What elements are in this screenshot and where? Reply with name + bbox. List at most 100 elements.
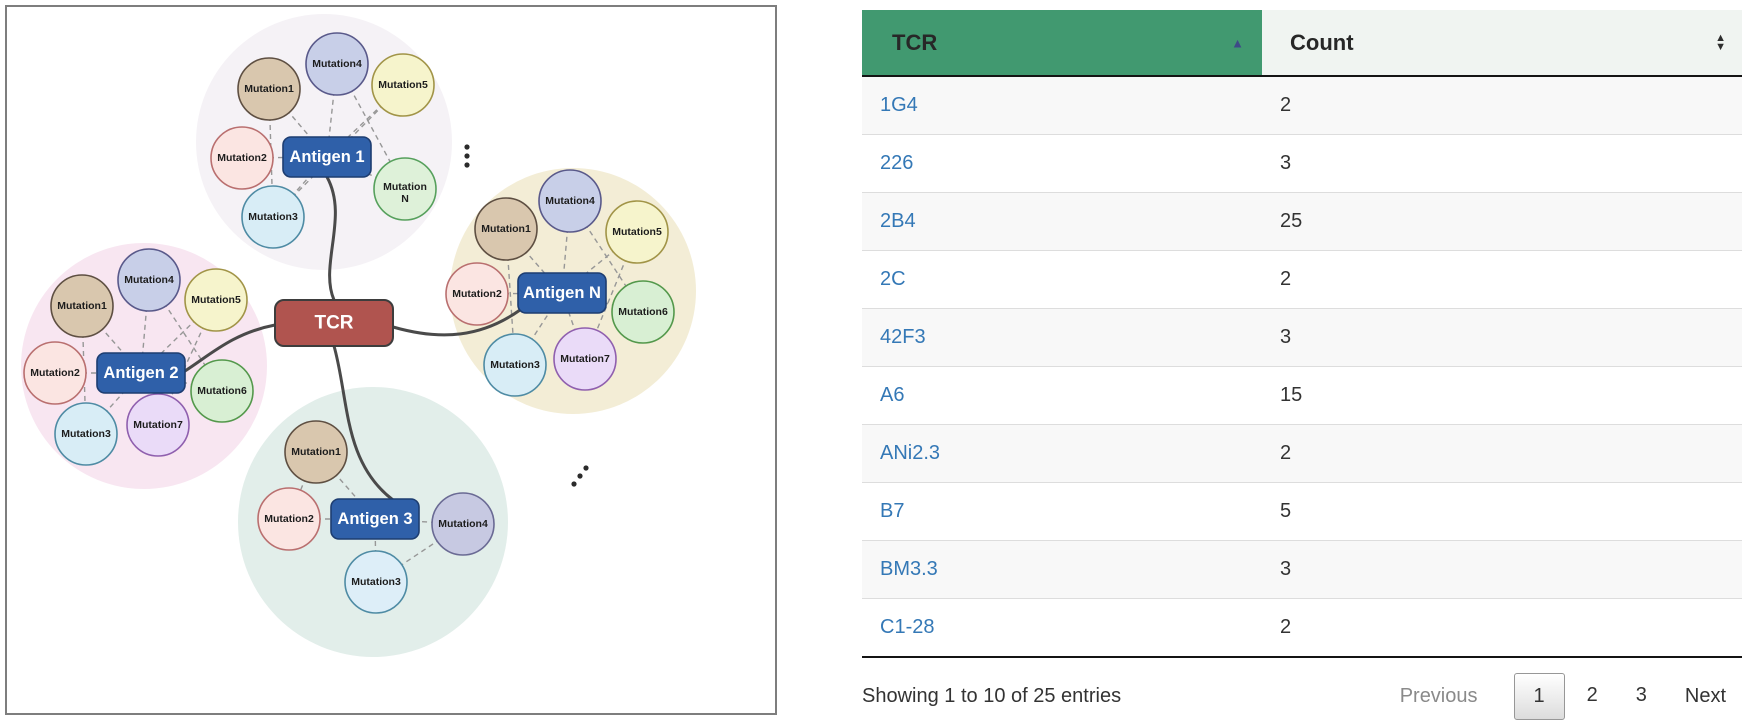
antigen-node [517, 272, 607, 314]
column-header-count[interactable]: Count ▲▼ [1262, 10, 1742, 75]
mutation-node [210, 126, 274, 190]
antigen-node [330, 498, 420, 540]
mutation-label: Mutation6 [618, 306, 668, 318]
table-footer: Showing 1 to 10 of 25 entries Previous 1… [862, 670, 1742, 722]
mutation-node [241, 185, 305, 249]
antigen-label: Antigen 1 [289, 148, 364, 166]
mutation-node [305, 32, 369, 96]
table-row: 1G4 2 [862, 77, 1742, 135]
column-header-tcr-label: TCR [892, 29, 938, 55]
ellipsis-dot [583, 465, 589, 471]
previous-button[interactable]: Previous [1399, 684, 1478, 707]
mutation-label: Mutation5 [612, 226, 662, 238]
sort-ascending-icon: ▲ [1231, 35, 1244, 50]
mutation-label: Mutation3 [490, 359, 540, 371]
table-header-row: TCR ▲ Count ▲▼ [862, 10, 1742, 77]
mutation-node [371, 53, 435, 117]
ellipsis-dot [464, 144, 470, 150]
mutation-label: Mutation2 [30, 367, 80, 379]
next-button[interactable]: Next [1684, 684, 1726, 707]
column-header-count-label: Count [1290, 29, 1354, 55]
antigen-label: Antigen N [523, 284, 601, 302]
table-row: BM3.3 3 [862, 541, 1742, 599]
mutation-node [445, 262, 509, 326]
mutation-node [190, 359, 254, 423]
mutation-label: Mutation1 [244, 83, 294, 95]
mutation-label: Mutation1 [57, 300, 107, 312]
mutation-node [431, 492, 495, 556]
mutation-label: Mutation5 [191, 294, 241, 306]
sort-both-icon: ▲▼ [1715, 31, 1726, 53]
count-value: 2 [1280, 94, 1292, 116]
table-row: 2B4 25 [862, 193, 1742, 251]
mutation-label: Mutation6 [197, 385, 247, 397]
tcr-link[interactable]: 226 [880, 152, 914, 174]
mutation-node [284, 420, 348, 484]
mutation-label: Mutation2 [264, 513, 314, 525]
mutation-node [344, 550, 408, 614]
tcr-link[interactable]: 2B4 [880, 210, 916, 232]
tcr-link[interactable]: 42F3 [880, 326, 926, 348]
column-header-tcr[interactable]: TCR ▲ [862, 10, 1262, 75]
mutation-edge [140, 279, 150, 374]
antigen-node [282, 136, 372, 178]
ellipsis-dot [464, 153, 470, 159]
tcr-link[interactable]: B7 [880, 500, 905, 522]
tcr-label: TCR [314, 313, 353, 334]
tcr-antigen-edge [391, 308, 522, 337]
mutation-label: Mutation4 [124, 274, 174, 286]
ellipsis-dot [464, 162, 470, 168]
page-button-1[interactable]: 1 [1513, 672, 1565, 720]
mutation-node [50, 274, 114, 338]
mutation-label: Mutation1 [481, 223, 531, 235]
mutation-node [184, 268, 248, 332]
mutation-label: Mutation2 [217, 152, 267, 164]
antigen-label: Antigen 2 [103, 364, 178, 382]
tcr-link[interactable]: ANi2.3 [880, 442, 941, 464]
page-button-2[interactable]: 2 [1586, 683, 1598, 706]
mutation-label: Mutation4 [545, 195, 595, 207]
mutation-node [117, 248, 181, 312]
mutation-node [54, 402, 118, 466]
page-button-3[interactable]: 3 [1635, 683, 1647, 706]
mutation-node [483, 333, 547, 397]
table-row: B7 5 [862, 483, 1742, 541]
table-row: 42F3 3 [862, 309, 1742, 367]
mutation-node [474, 197, 538, 261]
mutation-label: Mutation7 [133, 419, 183, 431]
tcr-link[interactable]: C1-28 [880, 616, 935, 638]
count-value: 3 [1280, 558, 1292, 580]
mutation-label: Mutation4 [438, 518, 488, 530]
count-value: 15 [1280, 384, 1303, 406]
mutation-label: Mutation7 [560, 353, 610, 365]
count-value: 5 [1280, 500, 1292, 522]
ellipsis-dot [577, 473, 583, 479]
count-value: 3 [1280, 326, 1292, 348]
tcr-node [274, 299, 394, 347]
table-info: Showing 1 to 10 of 25 entries [862, 684, 1122, 707]
count-value: 2 [1280, 442, 1292, 464]
tcr-link[interactable]: BM3.3 [880, 558, 938, 580]
mutation-label: Mutation3 [248, 211, 298, 223]
mutation-node [126, 393, 190, 457]
antigen-node [96, 352, 186, 394]
mutation-label: Mutation1 [291, 446, 341, 458]
table-row: ANi2.3 2 [862, 425, 1742, 483]
mutation-label: Mutation4 [312, 58, 362, 70]
mutation-node [605, 200, 669, 264]
mutation-node [538, 169, 602, 233]
tcr-link[interactable]: A6 [880, 384, 905, 406]
tcr-link[interactable]: 2C [880, 268, 906, 290]
mutation-label: Mutation3 [61, 428, 111, 440]
mutation-node [553, 327, 617, 391]
ellipsis-dot [571, 481, 577, 487]
count-value: 25 [1280, 210, 1303, 232]
tcr-link[interactable]: 1G4 [880, 94, 918, 116]
